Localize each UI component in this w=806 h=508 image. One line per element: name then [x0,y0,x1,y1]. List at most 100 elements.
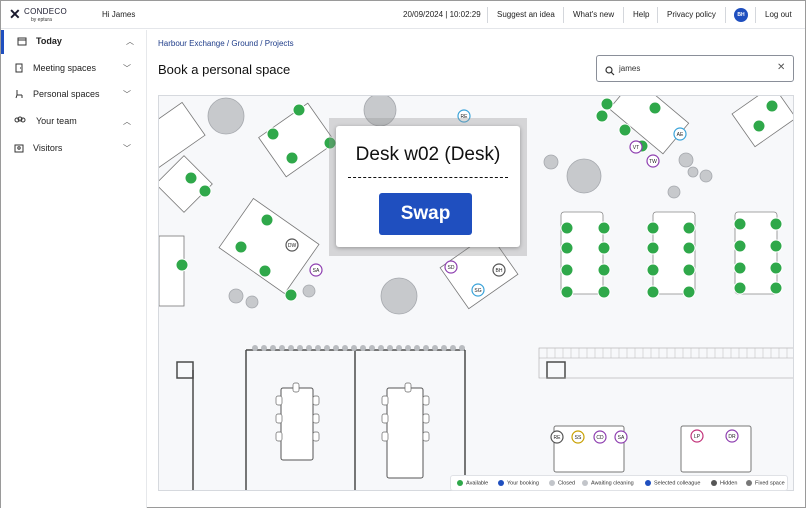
help-link[interactable]: Help [633,10,650,19]
chevron-up-icon[interactable]: ︿ [123,117,131,126]
plant-leaf [450,345,456,351]
privacy-policy-link[interactable]: Privacy policy [667,10,716,19]
divider [657,7,658,23]
available-seat [285,151,299,165]
colleague-avatar [690,429,704,443]
available-seat [646,241,660,255]
plant [667,185,681,199]
legend-label: Your booking [507,480,539,487]
colleague-initials: SS [575,435,582,441]
plant-leaf [324,345,330,351]
meeting-chair [381,395,389,406]
sidebar-item-personal-spaces[interactable]: Personal spaces ﹀ [1,83,146,107]
colleague-dot-icon [645,480,651,486]
available-seat [597,263,611,277]
legend-label: Available [466,480,489,487]
available-seat [682,241,696,255]
legend-label: Closed [558,480,576,487]
available-seat [682,285,696,299]
plant-leaf [342,345,348,351]
colleague-avatar [629,140,643,154]
colleague-initials: TW [649,159,657,165]
desk [159,155,213,213]
sidebar-item-your-team[interactable]: Your team ︿ [1,110,146,134]
divider [348,177,508,178]
sidebar-item-today[interactable]: Today ︿ [1,30,146,54]
chevron-up-icon[interactable]: ︿ [126,37,134,46]
colleague-initials: CD [596,435,604,441]
logout-link[interactable]: Log out [765,10,792,19]
closed-dot-icon [549,480,555,486]
colleague-avatar [725,429,739,443]
available-seat [733,239,747,253]
plant-leaf [387,345,393,351]
plant-leaf [396,345,402,351]
plant-leaf [306,345,312,351]
logo-subtext: by eptura [31,17,52,23]
desk-bank [734,211,778,295]
available-seat [258,264,272,278]
colleague-initials: AE [677,132,684,138]
available-seat [769,281,783,295]
datetime: 20/09/2024 | 10:02:29 [403,10,481,19]
window-band [538,347,793,379]
available-seat [597,241,611,255]
search-value: james [619,64,641,73]
close-icon[interactable]: ✕ [777,62,786,73]
colleague-initials: SA [618,435,625,441]
whats-new-link[interactable]: What's new [573,10,615,19]
plant-leaf [261,345,267,351]
meeting-chair [275,413,283,424]
available-seat [682,263,696,277]
colleague-initials: RE [461,114,469,120]
sidebar-item-label: Visitors [33,143,63,153]
available-seat [234,240,248,254]
swap-button[interactable]: Swap [379,193,472,235]
sidebar: Today ︿ Meeting spaces ﹀ Personal spaces… [1,30,147,508]
popup-title: Desk w02 (Desk) [355,144,501,165]
available-seats[interactable] [175,97,783,302]
legend-your-booking: Your booking [498,480,539,486]
legend-selected-colleague: Selected colleague [645,480,700,486]
available-seat [682,221,696,235]
team-icon [14,116,26,126]
breadcrumb[interactable]: Harbour Exchange / Ground / Projects [158,39,294,48]
chevron-down-icon[interactable]: ﹀ [123,90,131,99]
sidebar-item-meeting-spaces[interactable]: Meeting spaces ﹀ [1,57,146,81]
divider [623,7,624,23]
sidebar-item-visitors[interactable]: Visitors ﹀ [1,137,146,161]
available-seat [597,285,611,299]
meeting-chair [422,413,430,424]
plant-strip [252,345,465,351]
suggest-idea-link[interactable]: Suggest an idea [497,10,555,19]
available-seat [292,103,306,117]
legend-label: Fixed space [755,480,785,487]
available-seat [560,241,574,255]
sidebar-item-label: Personal spaces [33,89,100,99]
user-avatar[interactable]: BH [734,8,748,22]
colleague-marker: SD [444,260,458,274]
colleague-initials: BH [496,268,503,274]
legend-closed: Closed [549,480,575,486]
colleague-avatar [492,263,506,277]
colleague-marker: VT [629,140,643,154]
condeco-logo[interactable]: ✕ CONDECO by eptura [9,6,69,26]
search-input[interactable]: james ✕ [596,55,794,82]
map-legend: Available Your booking Closed Awaiting c… [450,475,788,491]
meeting-chair [422,431,430,442]
available-seat [595,109,609,123]
available-seat [560,285,574,299]
colleague-initials: VT [633,145,639,151]
logo-text: CONDECO [24,7,67,16]
available-seat [175,258,189,272]
colleague-avatar [457,109,471,123]
chevron-down-icon[interactable]: ﹀ [123,64,131,73]
colleague-marker: DR [725,429,739,443]
plant-leaf [414,345,420,351]
colleague-avatar [444,260,458,274]
chevron-down-icon[interactable]: ﹀ [123,144,131,153]
colleague-avatar [571,430,585,444]
